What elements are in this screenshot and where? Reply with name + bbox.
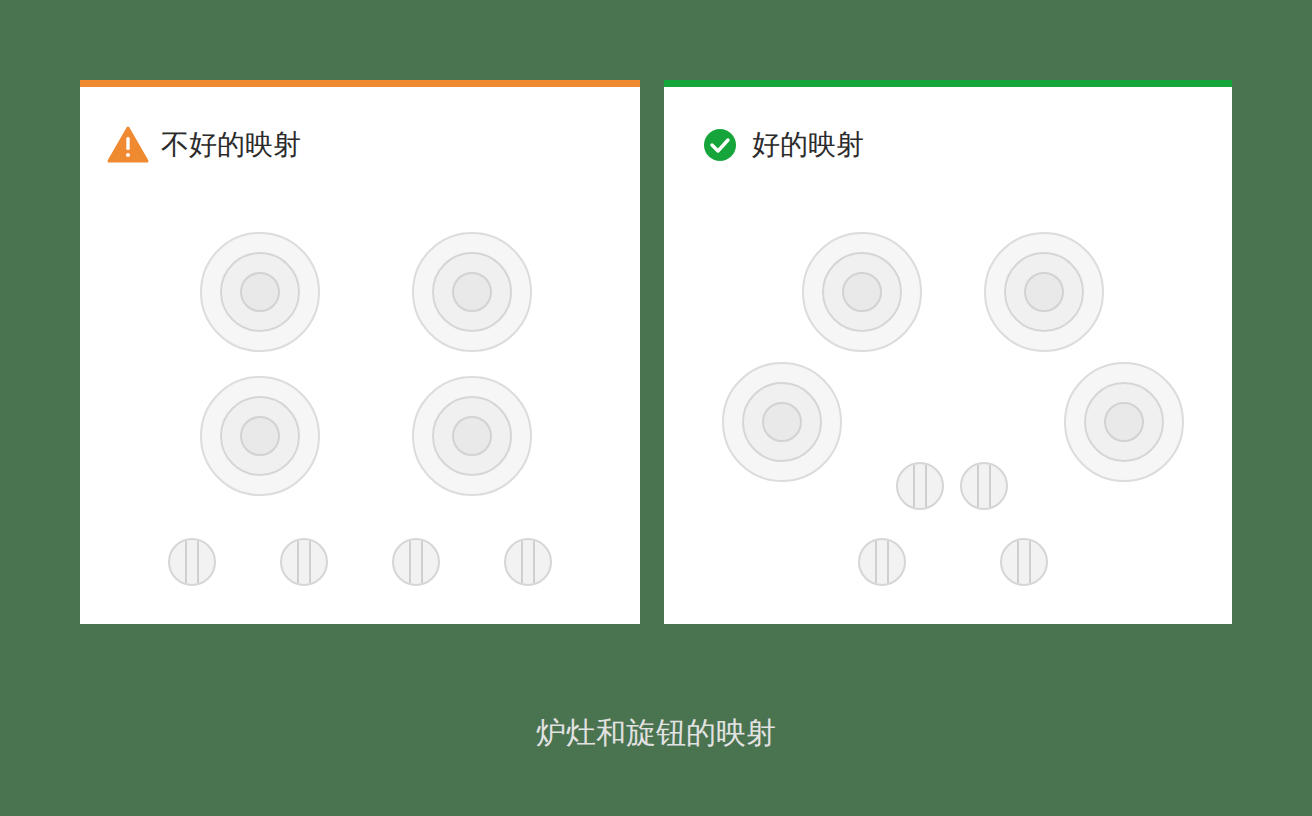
burner [985,233,1103,351]
mapping-panel: 不好的映射 [80,80,640,624]
burner [803,233,921,351]
knob [169,539,215,585]
knob [897,463,943,509]
knob [281,539,327,585]
panel-heading: 好的映射 [752,127,864,163]
burner [413,233,531,351]
knob [393,539,439,585]
burner [1065,363,1183,481]
check-icon [704,129,736,161]
burner [201,233,319,351]
panel-ground [664,80,1232,624]
knob [505,539,551,585]
mapping-panel: 好的映射 [664,80,1232,624]
burner [723,363,841,481]
burner [413,377,531,495]
panel-heading: 不好的映射 [161,127,301,163]
figure-caption: 炉灶和旋钮的映射 [536,714,776,752]
knob [1001,539,1047,585]
knob [859,539,905,585]
warning-icon [109,128,147,161]
panel-ground [80,80,640,624]
burner [201,377,319,495]
knob [961,463,1007,509]
